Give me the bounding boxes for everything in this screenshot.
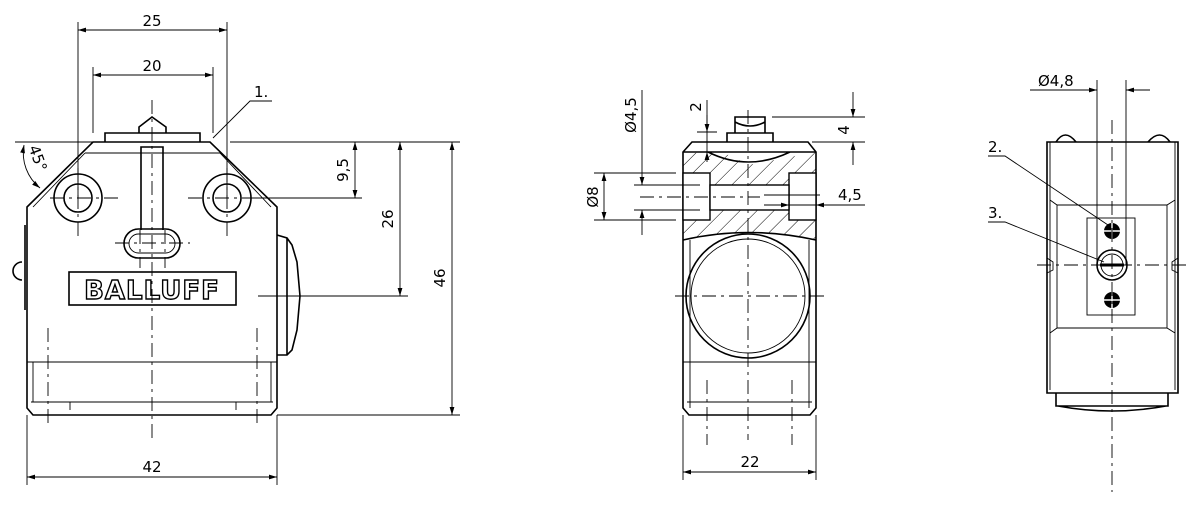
rear-view: Ø4,8 2. 3. [988,72,1188,492]
side-body-outline [682,141,817,416]
dim-26: 26 [379,209,397,228]
callout-3: 3. [988,204,1002,222]
dim-2: 2 [687,102,705,112]
callout-1: 1. [254,83,268,101]
logo-frame [68,271,237,306]
right-knob [276,234,301,356]
dim-4: 4 [835,125,853,135]
dim-angle-45: 45° [25,143,51,174]
dim-22: 22 [740,453,759,471]
left-bump [12,225,26,310]
rear-body-outline [1046,141,1179,394]
callout-2: 2. [988,138,1002,156]
dim-dia-4-5: Ø4,5 [622,97,640,133]
balluff-logo: BALLUFF [84,276,220,306]
dim-dia-4-8: Ø4,8 [1038,72,1074,90]
side-plunger [726,116,774,142]
dim-46: 46 [431,268,449,287]
front-body-outline [26,141,278,416]
front-view: BALLUFF 25 20 9,5 26 46 42 45° 1. [12,12,460,485]
callout-1-leader [212,100,272,139]
dim-9-5: 9,5 [334,158,352,182]
dim-20: 20 [142,57,161,75]
plunger [104,116,201,142]
callout-3-leader [988,221,1105,263]
dim-4-5: 4,5 [838,186,862,204]
callout-2-leader [988,155,1109,226]
dim-42: 42 [142,458,161,476]
side-view: Ø4,5 Ø8 2 4 4,5 22 [584,90,865,480]
dim-dia-8: Ø8 [584,186,602,207]
adjuster-plate [1086,217,1136,316]
dim-25: 25 [142,12,161,30]
